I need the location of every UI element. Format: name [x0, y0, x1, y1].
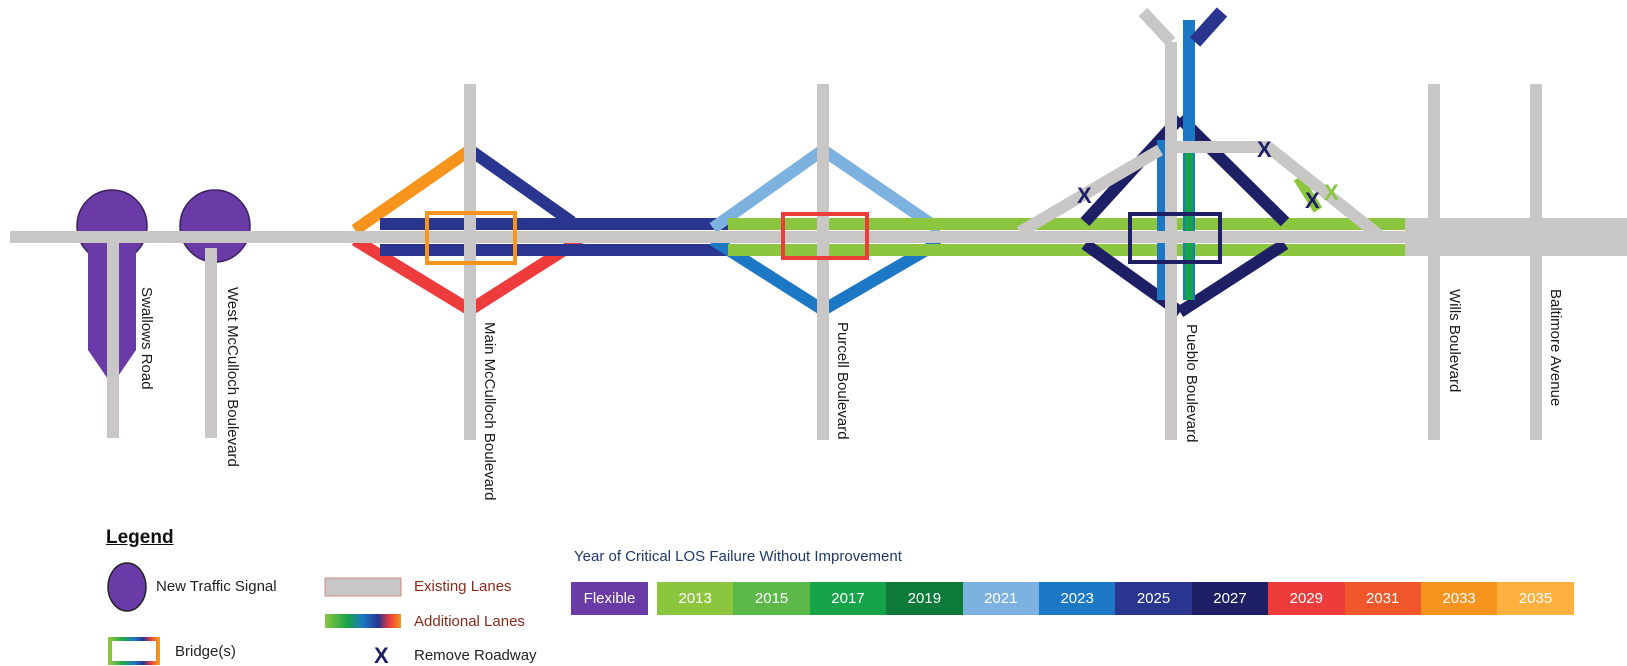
legend-existing-lanes-icon — [324, 577, 402, 597]
bridges — [425, 211, 1222, 265]
legend-bridges: Bridge(s) — [175, 643, 236, 660]
scale-year-2023: 2023 — [1038, 582, 1116, 615]
label-west-mcculloch: West McCulloch Boulevard — [224, 287, 241, 467]
legend-additional-lanes-icon — [325, 614, 401, 628]
remove-roadway-markers: X X X X — [1077, 137, 1339, 213]
ramp-main-nw-2033 — [351, 145, 474, 235]
scale-year-2017: 2017 — [809, 582, 887, 615]
street-labels: Swallows Road West McCulloch Boulevard M… — [138, 287, 1564, 500]
lane-2025-north — [380, 218, 728, 230]
ramp-pueblo-ne-2027 — [1175, 113, 1290, 227]
legend-symbols: X — [107, 562, 402, 666]
scale-year-2013: 2013 — [657, 582, 734, 615]
scale-year-2029: 2029 — [1268, 582, 1345, 615]
bridge-main-2033 — [425, 211, 517, 265]
ramp-main-sw-2029 — [351, 234, 474, 316]
legend-additional-lanes: Additional Lanes — [414, 613, 525, 630]
ramp-east-2013 — [1293, 175, 1323, 213]
legend-existing-lanes: Existing Lanes — [414, 578, 512, 595]
legend-x-icon: X — [374, 643, 389, 666]
ramp-pueblo-se-2027 — [1176, 238, 1289, 318]
corridor-east-widening — [1405, 218, 1627, 256]
scale-year-2027: 2027 — [1191, 582, 1269, 615]
legend-signal-icon — [107, 562, 147, 612]
scale-flexible: Flexible — [571, 582, 648, 615]
bridge-purcell-2029 — [781, 212, 869, 260]
x-marker-pueblo-nw: X — [1077, 183, 1092, 208]
scale-year-2015: 2015 — [733, 582, 810, 615]
lane-2013-north — [728, 218, 1498, 230]
pueblo-ne-branch-2025 — [1189, 7, 1228, 47]
x-marker-green: X — [1324, 180, 1339, 205]
pueblo-fork-nw — [1138, 7, 1176, 47]
label-baltimore: Baltimore Avenue — [1547, 289, 1564, 406]
legend-bridge-icon — [108, 637, 160, 665]
scale-year-2019: 2019 — [886, 582, 963, 615]
scale-year-2025: 2025 — [1115, 582, 1192, 615]
legend-remove-roadway: Remove Roadway — [414, 647, 537, 664]
ramp-main-ne-2025 — [466, 145, 576, 227]
scale-year-2021: 2021 — [962, 582, 1039, 615]
traffic-signals — [10, 189, 270, 438]
legend-new-traffic-signal: New Traffic Signal — [156, 578, 277, 595]
pueblo-existing-nw — [1016, 144, 1164, 238]
pueblo-lane-2017 — [1185, 150, 1193, 300]
label-pueblo: Pueblo Boulevard — [1183, 324, 1200, 442]
label-swallows-road: Swallows Road — [138, 287, 155, 390]
legend-title: Legend — [106, 527, 174, 548]
additional-lanes — [351, 7, 1498, 318]
ramp-purcell-nw-2021 — [709, 145, 827, 233]
x-marker-pueblo-n: X — [1257, 137, 1272, 162]
lane-2025-south — [380, 244, 728, 256]
scale-title: Year of Critical LOS Failure Without Imp… — [574, 548, 902, 565]
scale-year-2033: 2033 — [1420, 582, 1498, 615]
pueblo-existing-ne — [1264, 142, 1384, 241]
label-main-mcculloch: Main McCulloch Boulevard — [481, 322, 498, 500]
ramp-pueblo-sw-2027 — [1081, 239, 1184, 317]
label-wills: Wills Boulevard — [1446, 289, 1463, 392]
bridge-pueblo-2027 — [1128, 212, 1222, 264]
lane-2013-south — [728, 244, 1413, 256]
x-marker-pueblo-ne: X — [1305, 188, 1320, 213]
scale-year-2031: 2031 — [1344, 582, 1421, 615]
scale-year-2035: 2035 — [1497, 582, 1574, 615]
ramp-purcell-ne-2021 — [819, 145, 944, 235]
label-purcell: Purcell Boulevard — [834, 322, 851, 440]
